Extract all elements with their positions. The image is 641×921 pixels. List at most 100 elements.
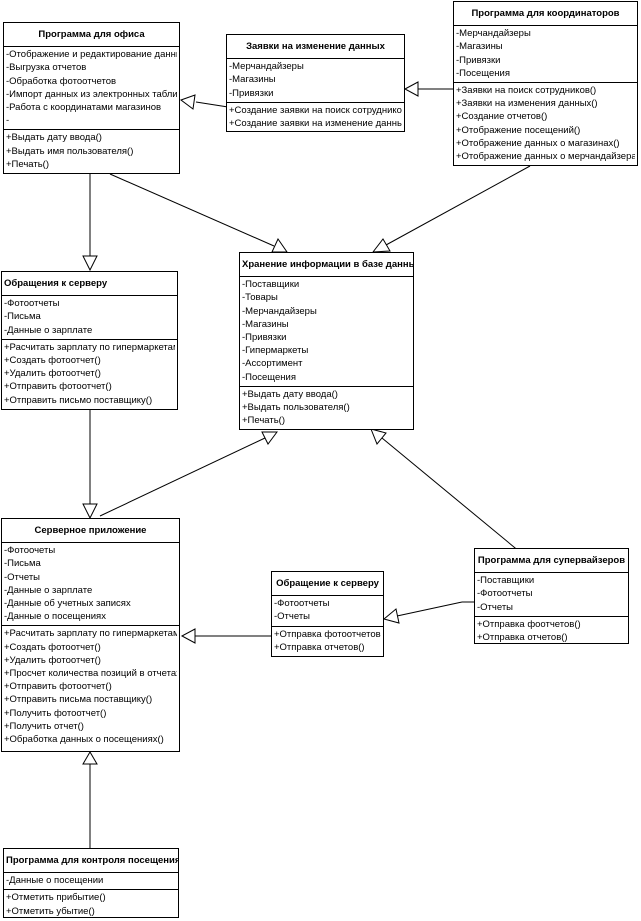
arrowhead-db-from-coordinators: [371, 238, 391, 253]
attribute: -: [6, 115, 10, 127]
attribute: -Фотоотчеты: [4, 298, 60, 310]
class-title: Программа для офиса: [4, 23, 179, 48]
method: +Просчет количества позиций в отчетах(): [4, 668, 177, 680]
class-requests: Заявки на изменение данных -Мерчандайзер…: [226, 34, 405, 132]
attribute: -Ассортимент: [242, 358, 303, 370]
method: +Отправка отчетов(): [274, 641, 365, 653]
attribute: -Мерчандайзеры: [456, 28, 531, 40]
attribute: -Привязки: [456, 54, 501, 66]
arrowhead-server-access-1: [82, 255, 98, 272]
attribute: -Письма: [4, 311, 41, 323]
attribute: -Гипермаркеты: [242, 345, 309, 357]
attribute: -Привязки: [229, 87, 274, 99]
method: +Отметить прибытие(): [6, 892, 106, 904]
attributes-section: -Поставщики -Товары -Мерчандайзеры -Мага…: [240, 277, 413, 386]
class-server-access-1: Обращения к серверу -Фотоотчеты -Письма …: [1, 271, 178, 410]
attribute: -Привязки: [242, 332, 287, 344]
class-attendance: Программа для контроля посещения -Данные…: [3, 848, 179, 918]
method: +Отправить письмо поставщику(): [4, 394, 153, 406]
method: +Печать(): [6, 158, 49, 170]
method: +Заявки на изменения данных(): [456, 98, 598, 110]
method: +Расчитать зарплату по гипермаркетам(): [4, 628, 177, 640]
attribute: -Мерчандайзеры: [242, 305, 317, 317]
method: +Отправить письма поставщику(): [4, 694, 153, 706]
attribute: -Данные о зарплате: [4, 584, 93, 596]
method: +Создание отчетов(): [456, 111, 548, 123]
attributes-section: -Мерчандайзеры -Магазины -Привязки: [227, 59, 404, 102]
method: +Обработка данных о посещениях(): [4, 734, 164, 746]
method: +Отправка фотоотчетов(): [274, 628, 381, 640]
class-title: Программа для контроля посещения: [4, 849, 178, 874]
attribute: -Фотоотчеты: [274, 598, 330, 610]
method: +Удалить фотоотчет(): [4, 654, 101, 666]
attributes-section: -Мерчандайзеры -Магазины -Привязки -Посе…: [454, 26, 637, 82]
class-title: Обращение к серверу: [272, 572, 383, 597]
attribute: -Мерчандайзеры: [229, 61, 304, 73]
attribute: -Отображение и редактирование данных: [6, 49, 177, 61]
method: +Отображение посещений(): [456, 124, 581, 136]
arrowhead-db-from-server-app: [261, 431, 278, 445]
method: +Отправка фоотчетов(): [477, 618, 581, 630]
method: +Выдать пользователя(): [242, 402, 350, 414]
methods-section: +Выдать дату ввода() +Выдать имя пользов…: [4, 129, 179, 173]
arrow-coordinators-to-db: [385, 165, 531, 246]
methods-section: +Отправка фоотчетов() +Отправка отчетов(…: [475, 615, 628, 646]
attribute: -Магазины: [456, 41, 503, 53]
method: +Получить отчет(): [4, 720, 84, 732]
attributes-section: -Отображение и редактирование данных -Вы…: [4, 47, 179, 129]
methods-section: +Выдать дату ввода() +Выдать пользовател…: [240, 385, 413, 430]
attribute: -Фотоотчеты: [477, 588, 533, 600]
class-server-app: Серверное приложение -Фотоочеты -Письма …: [1, 518, 180, 752]
class-office: Программа для офиса -Отображение и редак…: [3, 22, 180, 174]
arrow-office-to-db: [109, 173, 275, 247]
class-supervisors: Программа для супервайзеров -Поставщики …: [474, 548, 629, 644]
method: +Создание заявки на поиск сотрудников(): [229, 104, 402, 116]
attribute: -Выгрузка отчетов: [6, 62, 87, 74]
methods-section: +Отправка фотоотчетов() +Отправка отчето…: [272, 625, 383, 656]
arrowhead-server-app-from-access-2: [180, 628, 196, 644]
method: +Печать(): [242, 415, 285, 427]
class-db-storage: Хранение информации в базе данных -Поста…: [239, 252, 414, 430]
attributes-section: -Фотоотчеты -Письма -Данные о зарплате: [2, 296, 177, 339]
methods-section: +Отметить прибытие() +Отметить убытие(): [4, 889, 178, 919]
method: +Отметить убытие(): [6, 905, 95, 917]
arrowhead-server-app-from-attendance: [82, 751, 98, 765]
attributes-section: -Данные о посещении: [4, 873, 178, 889]
attribute: -Данные об учетных записях: [4, 598, 131, 610]
attribute: -Отчеты: [274, 611, 311, 623]
attribute: -Данные о посещениях: [4, 611, 106, 623]
attribute: -Отчеты: [477, 601, 514, 613]
attribute: -Импорт данных из электронных таблиц: [6, 88, 177, 100]
method: +Получить фотоотчет(): [4, 707, 107, 719]
methods-section: +Расчитать зарплату по гипермаркетам() +…: [2, 338, 177, 409]
attribute: -Данные о зарплате: [4, 324, 93, 336]
attribute: -Отчеты: [4, 571, 41, 583]
method: +Удалить фотоотчет(): [4, 368, 101, 380]
attribute: -Данные о посещении: [6, 875, 104, 887]
attributes-section: -Фотоотчеты -Отчеты: [272, 596, 383, 625]
method: +Выдать дату ввода(): [242, 388, 338, 400]
method: +Отправка отчетов(): [477, 632, 568, 644]
method: +Отображение данных о магазинах(): [456, 137, 620, 149]
class-title: Заявки на изменение данных: [227, 35, 404, 60]
attribute: -Товары: [242, 292, 278, 304]
arrow-supervisors-to-db: [381, 437, 521, 553]
attribute: -Фотоочеты: [4, 545, 56, 557]
method: +Создать фотоотчет(): [4, 641, 101, 653]
method: +Выдать дату ввода(): [6, 132, 102, 144]
class-title: Программа для супервайзеров: [475, 549, 628, 574]
attribute: -Поставщики: [242, 279, 300, 291]
attribute: -Магазины: [229, 74, 276, 86]
arrow-supervisors-to-server-access-2b: [396, 601, 463, 617]
attribute: -Посещения: [456, 67, 510, 79]
method: +Создание заявки на изменение данных(): [229, 118, 402, 130]
arrow-requests-to-office: [195, 101, 229, 108]
class-title: Программа для координаторов: [454, 2, 637, 27]
arrowhead-requests: [403, 81, 419, 97]
methods-section: +Создание заявки на поиск сотрудников() …: [227, 101, 404, 132]
attribute: -Магазины: [242, 318, 289, 330]
arrowhead-server-app-from-access-1: [82, 503, 98, 520]
arrowhead-office: [179, 94, 196, 110]
method: +Отправить фотоотчет(): [4, 681, 112, 693]
class-coordinators: Программа для координаторов -Мерчандайзе…: [453, 1, 638, 166]
